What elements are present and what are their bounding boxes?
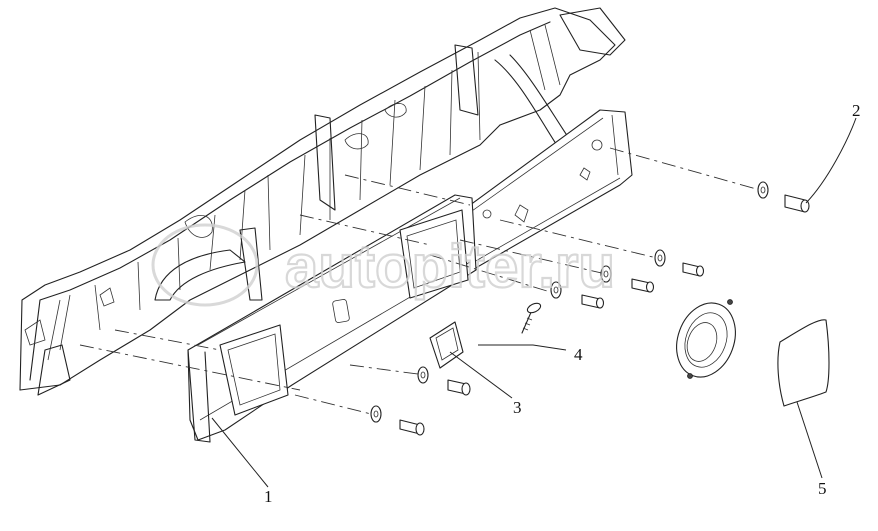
panel-mount-hole (591, 139, 603, 151)
callout-1: 1 (264, 487, 273, 506)
panel-slot (332, 299, 350, 323)
bolt (631, 278, 655, 293)
callout-labels: 1 2 3 4 5 (264, 101, 861, 506)
cab-rear-body-frame (19, 7, 626, 396)
washer (370, 405, 382, 423)
washer (550, 281, 562, 299)
lower-trim-panel (187, 194, 477, 443)
bolt (581, 294, 605, 309)
bolt (682, 262, 705, 277)
callout-2: 2 (852, 101, 861, 120)
watermark-text: autopiter.ru (285, 233, 615, 300)
panel-mount-hole (482, 209, 492, 219)
washer (757, 181, 769, 199)
speaker-opening-right (399, 209, 469, 299)
speaker-ring (676, 299, 736, 379)
trim-cover-item-3 (429, 321, 464, 369)
washer (654, 249, 666, 267)
bolt (784, 194, 810, 213)
screw-item-4 (521, 302, 542, 334)
callout-3: 3 (513, 398, 522, 417)
callout-5: 5 (818, 479, 827, 498)
assembly-lines (79, 147, 761, 416)
watermark: autopiter.ru (151, 223, 616, 307)
washer (417, 366, 429, 384)
bolt (447, 379, 471, 396)
callout-leaders (211, 117, 857, 488)
washer (600, 265, 612, 283)
callout-4: 4 (574, 345, 583, 364)
fasteners (370, 181, 810, 436)
bolt (399, 419, 425, 436)
speaker-grille-item-5 (777, 319, 830, 407)
